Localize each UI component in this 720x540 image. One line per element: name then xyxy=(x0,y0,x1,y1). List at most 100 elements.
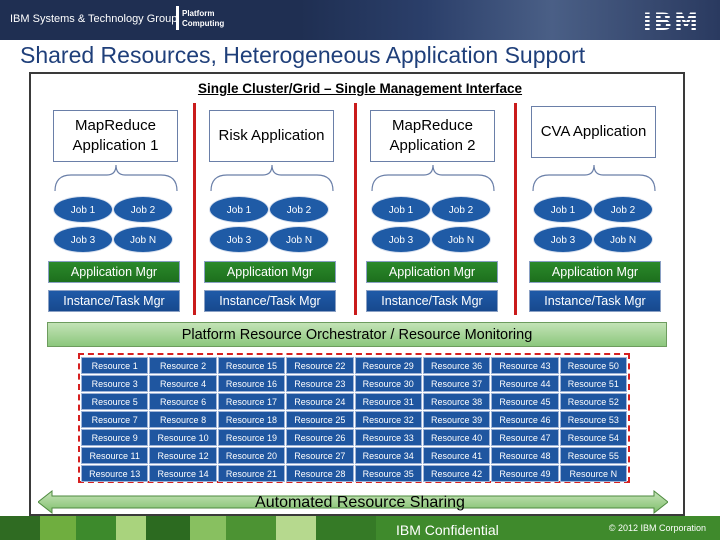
resource-cell: Resource 48 xyxy=(491,447,559,464)
resource-cell: Resource 8 xyxy=(149,411,217,428)
resource-cell: Resource 23 xyxy=(286,375,354,392)
resource-cell: Resource 30 xyxy=(354,375,422,392)
logo-bar xyxy=(176,6,179,30)
application-mgr: Application Mgr xyxy=(529,261,661,283)
resource-cell: Resource 11 xyxy=(81,447,149,464)
resource-cell: Resource 21 xyxy=(217,465,286,482)
instance-task-mgr: Instance/Task Mgr xyxy=(204,290,336,312)
resource-cell: Resource 46 xyxy=(491,411,559,428)
brace-icon xyxy=(371,164,495,192)
job-bubble: Job N xyxy=(113,226,173,253)
resource-cell: Resource 35 xyxy=(354,465,422,482)
resource-cell: Resource 53 xyxy=(559,411,627,428)
header-gradient xyxy=(300,0,720,40)
footer-tile xyxy=(146,516,190,540)
application-box: Risk Application xyxy=(209,110,334,162)
logo-line-2: Computing xyxy=(182,19,225,28)
resource-cell: Resource 51 xyxy=(559,375,627,392)
job-bubble: Job 3 xyxy=(371,226,431,253)
resource-cell: Resource 29 xyxy=(354,357,422,374)
resource-cell: Resource 34 xyxy=(354,447,422,464)
resource-orchestrator-bar: Platform Resource Orchestrator / Resourc… xyxy=(47,322,667,347)
resource-pool-frame xyxy=(78,353,630,483)
resource-cell: Resource N xyxy=(559,465,627,482)
sharing-label: Automated Resource Sharing xyxy=(255,494,465,511)
job-bubble: Job 2 xyxy=(593,196,653,223)
resource-cell: Resource 40 xyxy=(422,429,491,446)
footer-tile xyxy=(40,516,76,540)
job-bubble: Job 3 xyxy=(53,226,113,253)
platform-computing-logo: Platform Computing xyxy=(176,6,236,34)
resource-cell: Resource 33 xyxy=(354,429,422,446)
footer-tile xyxy=(376,516,720,540)
job-bubble: Job 1 xyxy=(53,196,113,223)
resource-cell: Resource 16 xyxy=(217,375,286,392)
divider-line xyxy=(514,103,517,315)
resource-cell: Resource 15 xyxy=(217,357,286,374)
application-mgr: Application Mgr xyxy=(366,261,498,283)
resource-cell: Resource 54 xyxy=(559,429,627,446)
resource-cell: Resource 5 xyxy=(81,393,149,410)
resource-cell: Resource 2 xyxy=(149,357,217,374)
resource-cell: Resource 18 xyxy=(217,411,286,428)
resource-cell: Resource 43 xyxy=(491,357,559,374)
resource-cell: Resource 6 xyxy=(149,393,217,410)
resource-cell: Resource 3 xyxy=(81,375,149,392)
resource-cell: Resource 45 xyxy=(491,393,559,410)
resource-cell: Resource 4 xyxy=(149,375,217,392)
resource-cell: Resource 27 xyxy=(286,447,354,464)
resource-cell: Resource 31 xyxy=(354,393,422,410)
page-title: Shared Resources, Heterogeneous Applicat… xyxy=(20,42,586,68)
copyright-label: © 2012 IBM Corporation xyxy=(608,523,706,533)
footer-tile xyxy=(116,516,146,540)
application-mgr: Application Mgr xyxy=(48,261,180,283)
resource-cell: Resource 44 xyxy=(491,375,559,392)
resource-cell: Resource 22 xyxy=(286,357,354,374)
job-bubble: Job 2 xyxy=(113,196,173,223)
resource-cell: Resource 32 xyxy=(354,411,422,428)
resource-cell: Resource 42 xyxy=(422,465,491,482)
resource-cell: Resource 36 xyxy=(422,357,491,374)
job-bubble: Job N xyxy=(593,226,653,253)
footer-tile xyxy=(76,516,116,540)
resource-cell: Resource 26 xyxy=(286,429,354,446)
job-bubble: Job 2 xyxy=(431,196,491,223)
resource-cell: Resource 1 xyxy=(81,357,149,374)
resource-cell: Resource 52 xyxy=(559,393,627,410)
resource-cell: Resource 7 xyxy=(81,411,149,428)
logo-line-1: Platform xyxy=(182,9,215,18)
footer-tile xyxy=(190,516,226,540)
ibm-logo: IBM xyxy=(642,8,700,36)
resource-cell: Resource 14 xyxy=(149,465,217,482)
footer-tile xyxy=(316,516,376,540)
resource-cell: Resource 49 xyxy=(491,465,559,482)
footer-tile xyxy=(0,516,40,540)
resource-cell: Resource 41 xyxy=(422,447,491,464)
application-box: MapReduce Application 2 xyxy=(370,110,495,162)
footer-bar xyxy=(0,516,720,540)
resource-cell: Resource 55 xyxy=(559,447,627,464)
resource-cell: Resource 12 xyxy=(149,447,217,464)
resource-cell: Resource 10 xyxy=(149,429,217,446)
resource-cell: Resource 38 xyxy=(422,393,491,410)
resource-cell: Resource 19 xyxy=(217,429,286,446)
footer-tile xyxy=(226,516,276,540)
confidential-label: IBM Confidential xyxy=(396,522,499,538)
diagram-subtitle: Single Cluster/Grid – Single Management … xyxy=(197,81,523,96)
job-bubble: Job N xyxy=(431,226,491,253)
application-box: CVA Application xyxy=(531,106,656,158)
instance-task-mgr: Instance/Task Mgr xyxy=(366,290,498,312)
resource-cell: Resource 17 xyxy=(217,393,286,410)
job-bubble: Job 1 xyxy=(371,196,431,223)
brace-icon xyxy=(210,164,334,192)
double-arrow-icon xyxy=(38,490,668,514)
job-bubble: Job 2 xyxy=(269,196,329,223)
application-box: MapReduce Application 1 xyxy=(53,110,178,162)
brace-icon xyxy=(532,164,656,192)
brace-icon xyxy=(54,164,178,192)
resource-cell: Resource 13 xyxy=(81,465,149,482)
job-bubble: Job 3 xyxy=(533,226,593,253)
divider-line xyxy=(193,103,196,315)
resource-cell: Resource 47 xyxy=(491,429,559,446)
